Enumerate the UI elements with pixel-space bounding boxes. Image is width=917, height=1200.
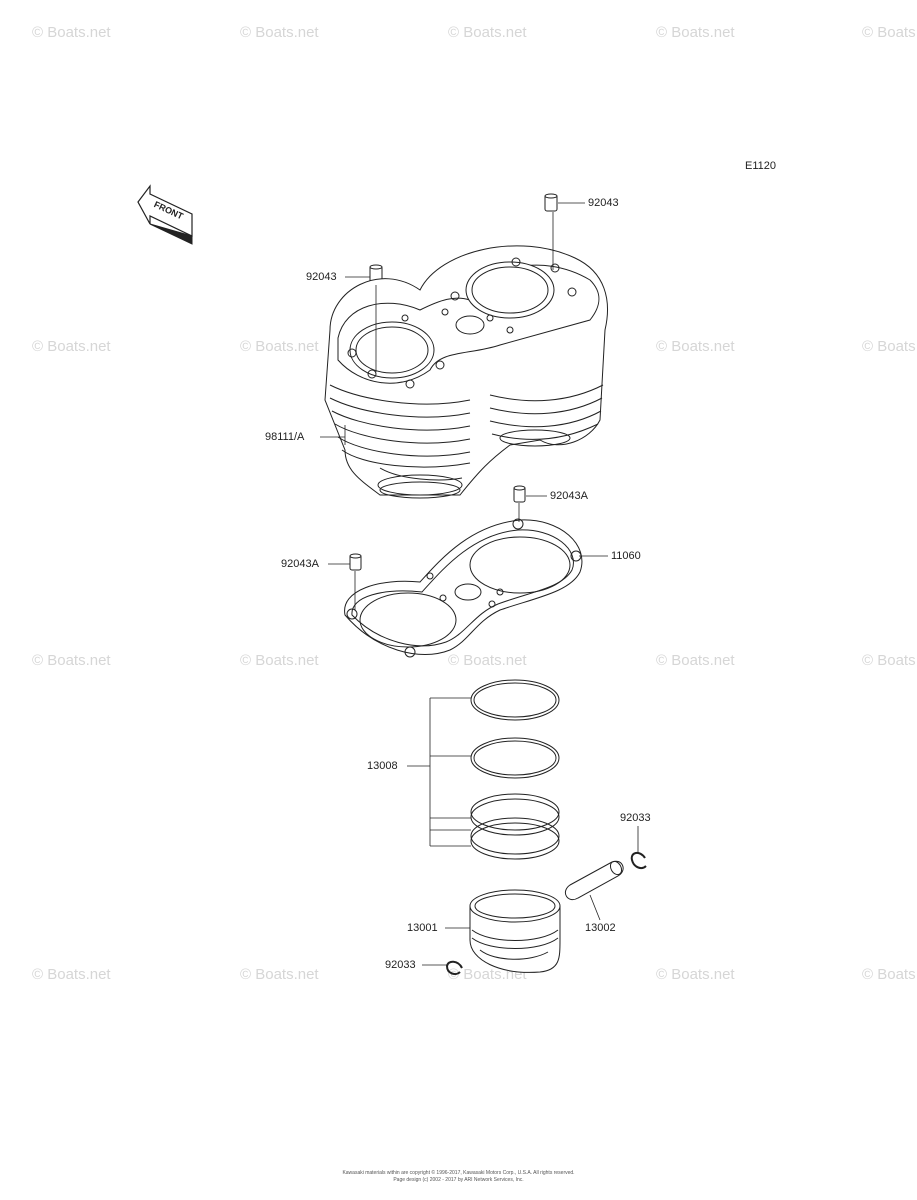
label-dowel-top-left[interactable]: 92043 — [306, 271, 337, 283]
piston-ring-oil — [470, 793, 560, 860]
label-pin[interactable]: 13002 — [585, 922, 616, 934]
dowel-pin-top-right — [544, 193, 558, 212]
piston — [469, 889, 561, 973]
label-cylinder[interactable]: 98111/A — [265, 431, 305, 443]
leader-lines — [320, 202, 639, 966]
diagram-code: E1120 — [745, 160, 776, 172]
dowel-pin-gasket-right — [513, 485, 526, 503]
piston-ring-second — [470, 737, 560, 779]
cylinder-block — [324, 245, 608, 499]
label-rings[interactable]: 13008 — [367, 760, 398, 772]
cylinder-head-gasket — [344, 518, 583, 658]
label-dowel-gasket-left[interactable]: 92043A — [281, 558, 319, 570]
label-dowel-gasket-right[interactable]: 92043A — [550, 490, 588, 502]
label-gasket[interactable]: 11060 — [611, 550, 641, 562]
label-dowel-top-right[interactable]: 92043 — [588, 197, 619, 209]
piston-ring-top — [470, 679, 560, 721]
label-piston[interactable]: 13001 — [407, 922, 438, 934]
label-clip-left[interactable]: 92033 — [385, 959, 416, 971]
label-clip-right[interactable]: 92033 — [620, 812, 651, 824]
copyright-line: Kawasaki materials within are copyright … — [342, 1170, 575, 1176]
page-design-line: Page design (c) 2002 - 2017 by ARI Netwo… — [393, 1177, 524, 1183]
piston-pin — [565, 860, 624, 900]
dowel-pin-gasket-left — [349, 553, 362, 571]
circlip-right — [630, 852, 647, 869]
circlip-left — [445, 960, 463, 975]
front-arrow-icon: FRONT — [137, 184, 193, 245]
